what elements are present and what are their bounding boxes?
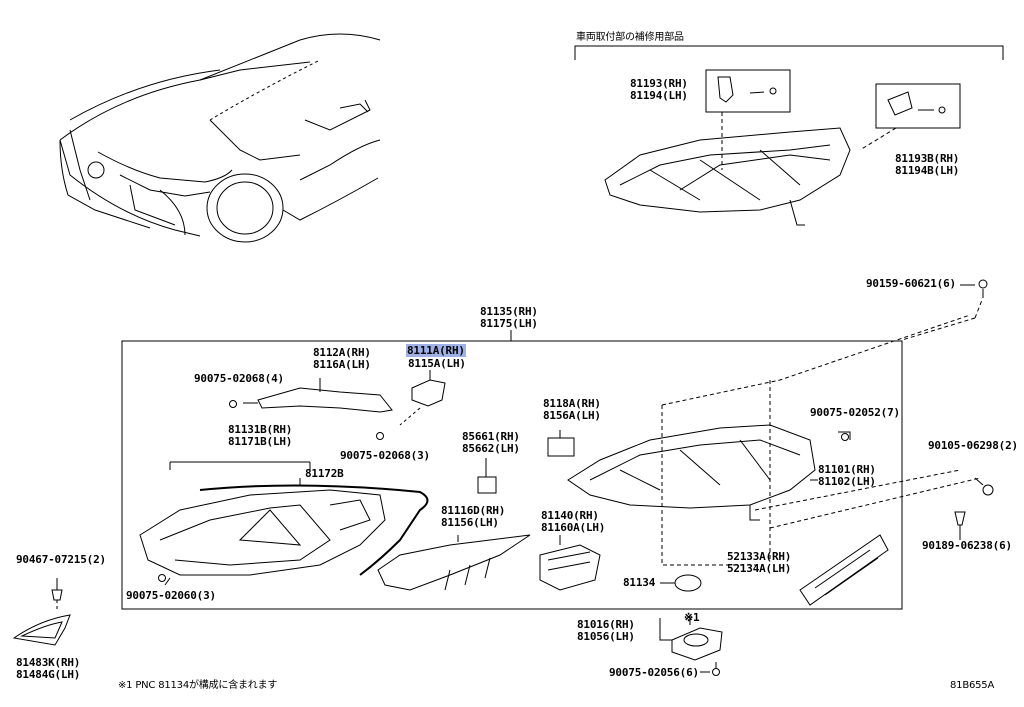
note-mark: ※1 [684, 611, 700, 624]
part-label-85661[interactable]: 85661(RH) [462, 430, 520, 443]
diagram-code: 81B655A [950, 680, 995, 691]
part-label-81056[interactable]: 81056(LH) [577, 630, 635, 643]
part-label-81193[interactable]: 81193(RH) [630, 77, 688, 90]
part-label-90075-02056[interactable]: 90075-02056(6) [609, 666, 699, 679]
part-label-8112A[interactable]: 8112A(RH) [313, 346, 371, 359]
part-label-8111A-highlighted[interactable]: 8111A(RH) [406, 344, 466, 357]
part-label-81483K[interactable]: 81483K(RH) [16, 656, 81, 669]
part-label-52133A[interactable]: 52133A(RH) [727, 550, 792, 563]
part-label-85662[interactable]: 85662(LH) [462, 442, 520, 455]
part-label-90075-02068-3[interactable]: 90075-02068(3) [340, 449, 430, 462]
part-label-52134A[interactable]: 52134A(LH) [727, 562, 792, 575]
part-label-81116D[interactable]: 81116D(RH) [441, 504, 506, 517]
part-label-8115A[interactable]: 8115A(LH) [408, 357, 466, 370]
part-label-81156[interactable]: 81156(LH) [441, 516, 499, 529]
part-label-81194B[interactable]: 81194B(LH) [895, 164, 960, 177]
part-label-90105[interactable]: 90105-06298(2) [928, 439, 1018, 452]
part-label-81172B[interactable]: 81172B [305, 467, 344, 480]
part-label-81016[interactable]: 81016(RH) [577, 618, 635, 631]
part-label-90467[interactable]: 90467-07215(2) [16, 553, 106, 566]
car-illustration [59, 33, 381, 243]
part-label-90075-02060[interactable]: 90075-02060(3) [126, 589, 216, 602]
part-label-81140[interactable]: 81140(RH) [541, 509, 599, 522]
part-label-81102[interactable]: 81102(LH) [818, 475, 876, 488]
part-label-81484G[interactable]: 81484G(LH) [16, 668, 81, 681]
part-label-81131B[interactable]: 81131B(RH) [228, 423, 293, 436]
repair-parts-title: 車両取付部の補修用部品 [576, 32, 684, 43]
repair-parts-bracket [574, 45, 1004, 60]
part-label-90075-02068-4[interactable]: 90075-02068(4) [194, 372, 284, 385]
part-label-8116A[interactable]: 8116A(LH) [313, 358, 371, 371]
assembly-frame [121, 340, 903, 610]
highlight-8111A[interactable]: 8111A(RH) [406, 344, 466, 357]
part-label-81193B[interactable]: 81193B(RH) [895, 152, 960, 165]
footer-note: ※1 PNC 81134が構成に含まれます [118, 680, 278, 691]
part-label-81134[interactable]: 81134 [623, 576, 656, 589]
part-label-8118A[interactable]: 8118A(RH) [543, 397, 601, 410]
part-label-90159[interactable]: 90159-60621(6) [866, 277, 956, 290]
part-label-81101[interactable]: 81101(RH) [818, 463, 876, 476]
part-label-8156A[interactable]: 8156A(LH) [543, 409, 601, 422]
bracket-box-81193B [875, 83, 961, 129]
part-label-81194[interactable]: 81194(LH) [630, 89, 688, 102]
part-label-81171B[interactable]: 81171B(LH) [228, 435, 293, 448]
part-label-81135[interactable]: 81135(RH) [480, 305, 538, 318]
part-label-81175[interactable]: 81175(LH) [480, 317, 538, 330]
bracket-box-81193 [705, 69, 791, 113]
part-label-90189[interactable]: 90189-06238(6) [922, 539, 1012, 552]
part-label-90075-02052[interactable]: 90075-02052(7) [810, 406, 900, 419]
part-label-81160A[interactable]: 81160A(LH) [541, 521, 606, 534]
